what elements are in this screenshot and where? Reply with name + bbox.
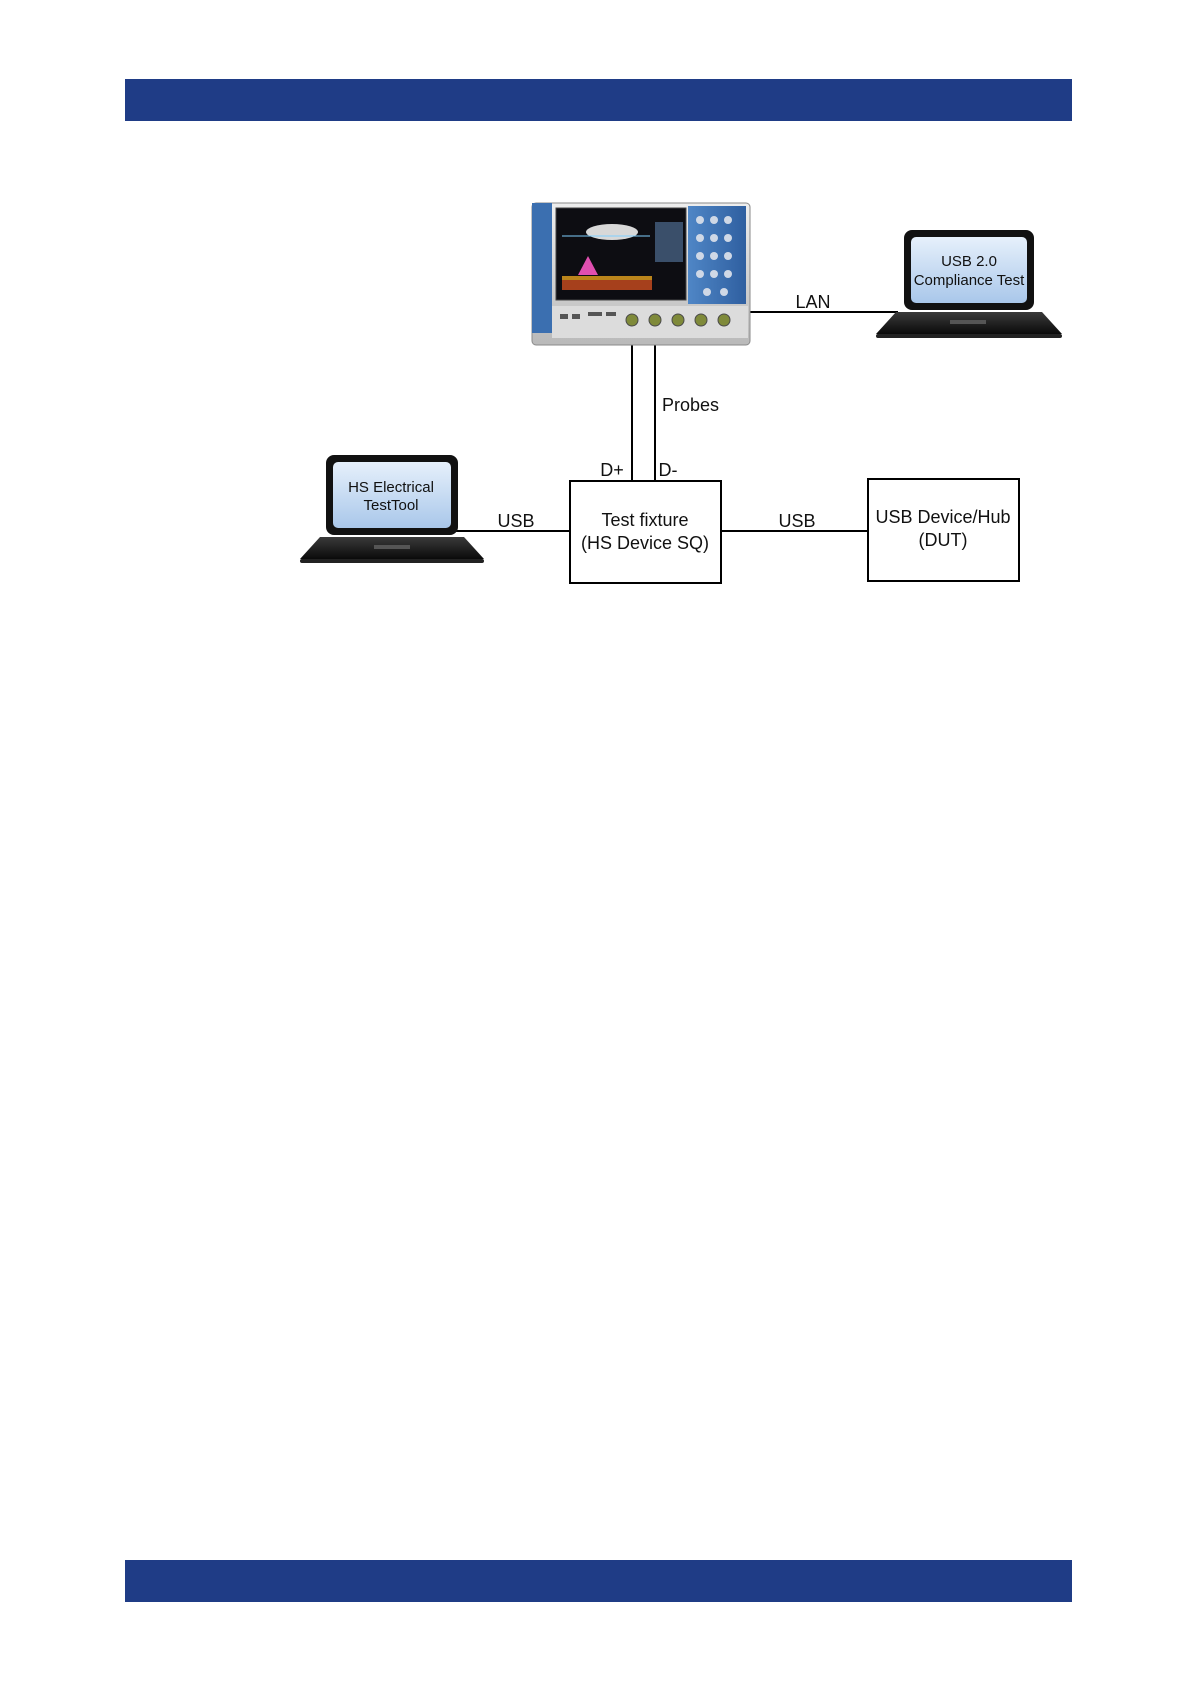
laptop-right-label-line2: Compliance Test xyxy=(914,272,1025,289)
laptop-right-label-line1: USB 2.0 xyxy=(941,253,997,270)
usb-right-label: USB xyxy=(778,511,815,531)
oscilloscope-eye-pattern xyxy=(586,224,638,240)
laptop-left-base-edge xyxy=(300,559,484,563)
test-fixture-box xyxy=(570,481,721,583)
test-fixture: Test fixture (HS Device SQ) xyxy=(570,481,721,583)
laptop-right-screen xyxy=(911,237,1027,303)
lan-label: LAN xyxy=(795,292,830,312)
oscilloscope-side-left xyxy=(532,203,552,333)
laptop-right-trackpad xyxy=(950,320,986,324)
oscilloscope-waveform-band xyxy=(562,280,652,290)
laptop-right-base-edge xyxy=(876,334,1062,338)
laptop-left-label-line1: HS Electrical xyxy=(348,479,434,496)
test-fixture-label-line1: Test fixture xyxy=(601,510,688,530)
dplus-label: D+ xyxy=(600,460,624,480)
laptop-compliance-test: USB 2.0 Compliance Test xyxy=(876,230,1062,338)
oscilloscope-softkeys xyxy=(655,222,683,262)
oscilloscope xyxy=(532,203,750,345)
laptop-left-label-line2: TestTool xyxy=(363,497,418,514)
dminus-label: D- xyxy=(659,460,678,480)
oscilloscope-waveform-band-2 xyxy=(562,276,652,280)
probes-label: Probes xyxy=(662,395,719,415)
dut: USB Device/Hub (DUT) xyxy=(868,479,1019,581)
laptop-left-trackpad xyxy=(374,545,410,549)
laptop-hs-electrical-testtool: HS Electrical TestTool xyxy=(300,455,484,563)
dut-label-line1: USB Device/Hub xyxy=(875,507,1010,527)
dut-label-line2: (DUT) xyxy=(919,530,968,550)
test-fixture-label-line2: (HS Device SQ) xyxy=(581,533,709,553)
usb-left-label: USB xyxy=(497,511,534,531)
